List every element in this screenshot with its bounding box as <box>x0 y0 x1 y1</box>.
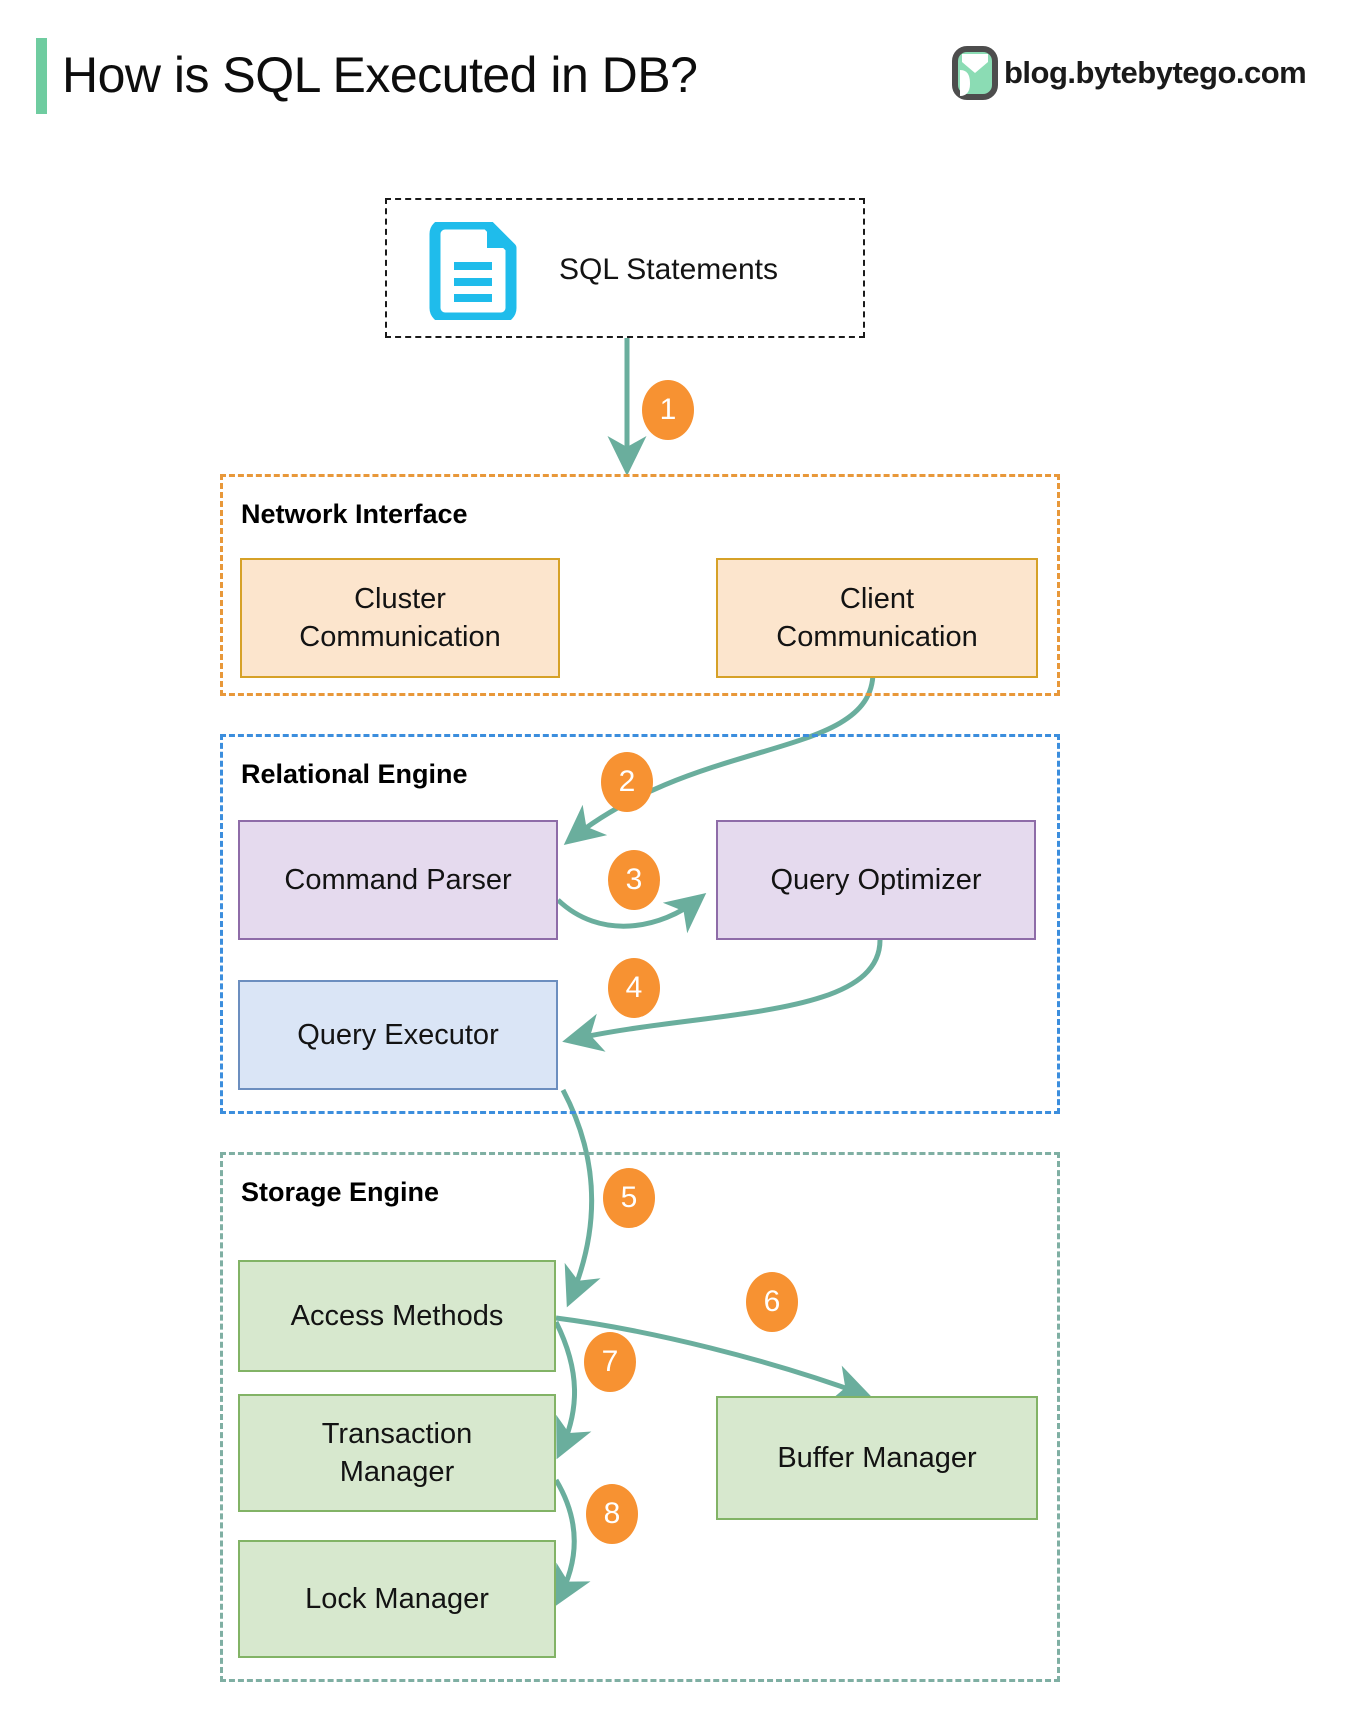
step-badge-3: 3 <box>608 850 660 910</box>
node-label-cluster-communication: Cluster Communication <box>299 582 501 653</box>
brand: blog.bytebytego.com <box>952 42 1307 104</box>
brand-text: blog.bytebytego.com <box>1004 55 1307 90</box>
step-badge-7: 7 <box>584 1332 636 1392</box>
step-badge-6: 6 <box>746 1272 798 1332</box>
step-badge-1: 1 <box>642 380 694 440</box>
title-accent-bar <box>36 38 47 114</box>
node-label-client-communication: Client Communication <box>776 582 978 653</box>
header: How is SQL Executed in DB? blog.bytebyte… <box>0 0 1358 140</box>
bytebytego-logo-icon <box>952 46 998 100</box>
node-cluster-communication[interactable]: Cluster Communication <box>240 558 560 678</box>
step-badge-5: 5 <box>603 1168 655 1228</box>
node-buffer-manager[interactable]: Buffer Manager <box>716 1396 1038 1520</box>
group-network-interface: Network Interface <box>220 474 1060 696</box>
page-title: How is SQL Executed in DB? <box>62 47 698 103</box>
node-transaction-manager[interactable]: Transaction Manager <box>238 1394 556 1512</box>
node-access-methods[interactable]: Access Methods <box>238 1260 556 1372</box>
step-badge-4: 4 <box>608 958 660 1018</box>
node-lock-manager[interactable]: Lock Manager <box>238 1540 556 1658</box>
group-storage-engine: Storage Engine <box>220 1152 1060 1682</box>
sql-statements-label: SQL Statements <box>559 253 778 286</box>
node-label-transaction-manager: Transaction Manager <box>321 1417 473 1488</box>
step-badge-2: 2 <box>601 752 653 812</box>
node-query-executor[interactable]: Query Executor <box>238 980 558 1090</box>
node-query-optimizer[interactable]: Query Optimizer <box>716 820 1036 940</box>
group-relational-engine: Relational Engine <box>220 734 1060 1114</box>
sql-statements-box: SQL Statements <box>385 198 865 338</box>
group-title-relational-engine: Relational Engine <box>241 759 468 789</box>
node-client-communication[interactable]: Client Communication <box>716 558 1038 678</box>
document-icon <box>429 222 517 320</box>
group-title-network-interface: Network Interface <box>241 499 468 529</box>
step-badge-8: 8 <box>586 1484 638 1544</box>
group-title-storage-engine: Storage Engine <box>241 1177 440 1207</box>
node-command-parser[interactable]: Command Parser <box>238 820 558 940</box>
